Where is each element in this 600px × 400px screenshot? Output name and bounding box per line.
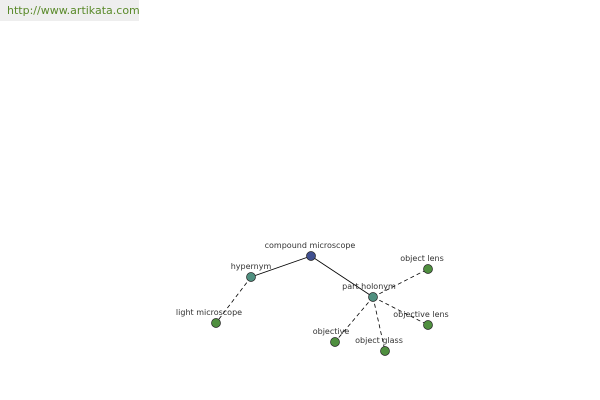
relation-hypernym-node[interactable] <box>246 272 256 282</box>
term-object-lens-node[interactable] <box>423 264 433 274</box>
edge-root-part-holonym <box>310 255 374 298</box>
graph-edges <box>215 255 429 352</box>
graph-nodes <box>211 251 433 356</box>
term-object-glass-label[interactable]: object glass <box>355 336 403 345</box>
relation-hypernym-label[interactable]: hypernym <box>231 262 272 271</box>
term-object-lens-label[interactable]: object lens <box>400 254 444 263</box>
term-objective-lens-node[interactable] <box>423 320 433 330</box>
relation-part-holonym-label[interactable]: part holonym <box>342 282 396 291</box>
url-link[interactable]: http://www.artikata.com <box>7 4 140 17</box>
url-banner[interactable]: http://www.artikata.com <box>0 0 140 21</box>
term-objective-label[interactable]: objective <box>313 327 350 336</box>
edge-part-holonym-object-glass <box>372 296 386 352</box>
root-compound-microscope-node[interactable] <box>306 251 316 261</box>
term-objective-lens-label[interactable]: objective lens <box>393 310 448 319</box>
term-objective-node[interactable] <box>330 337 340 347</box>
edge-part-holonym-objective-lens <box>372 296 429 326</box>
graph-labels: compound microscope hypernym light microsc… <box>176 241 449 345</box>
edge-root-hypernym <box>250 255 312 278</box>
edge-part-holonym-objective <box>334 296 374 343</box>
relation-part-holonym-node[interactable] <box>368 292 378 302</box>
root-compound-microscope-label[interactable]: compound microscope <box>265 241 356 250</box>
edge-hypernym-light-microscope <box>215 276 252 324</box>
term-object-glass-node[interactable] <box>380 346 390 356</box>
term-light-microscope-label[interactable]: light microscope <box>176 308 242 317</box>
term-light-microscope-node[interactable] <box>211 318 221 328</box>
edge-part-holonym-object-lens <box>372 268 429 298</box>
